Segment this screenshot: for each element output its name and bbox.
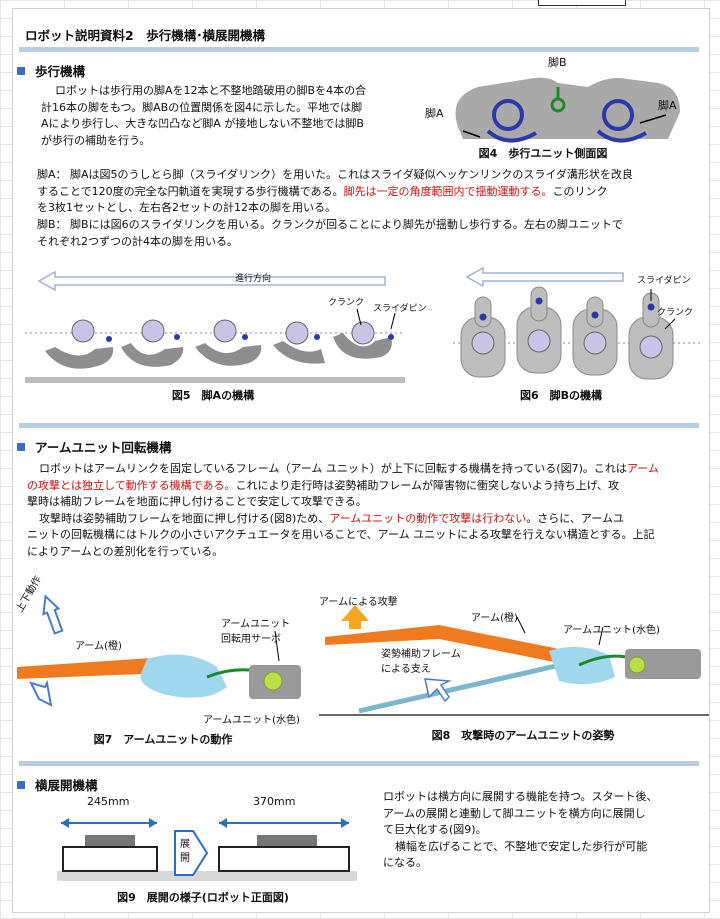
fig4-diagram	[455, 77, 680, 143]
fig5-slider-pin-label: スライダピン	[373, 304, 427, 314]
fig7-arm-label: アーム(橙)	[75, 641, 122, 652]
bullet-icon	[17, 781, 25, 789]
fig6-diagram	[453, 266, 703, 380]
legA-description: 脚A： 脚Aは図5のうしとら脚（スライダリンク）を用いた。これはスライダ疑似ヘッ…	[37, 168, 633, 214]
section-walking-heading: 歩行機構	[17, 61, 85, 80]
section-arm-heading: アームユニット回転機構	[17, 437, 171, 456]
cell-selection-box[interactable]	[538, 0, 626, 6]
legB-description: 脚B： 脚Bには図6のスライダリンクを用いる。クランクが回ることにより脚先が揺動…	[37, 218, 623, 248]
legA-right-icon	[596, 99, 647, 143]
fig5-crank-label: クランク	[328, 298, 365, 308]
fig8-arm-label: アーム(橙)	[471, 613, 518, 624]
arm-description: ロボットはアームリンクを固定しているフレーム（アーム ユニット）が上下に回転する…	[27, 462, 659, 558]
fig6-slider-pin-label: スライダピン	[637, 276, 691, 286]
expand-description: ロボットは横方向に展開する機能を持つ。スタート後、 アームの展開と連動して脚ユニ…	[383, 790, 658, 869]
fig8-diagram	[319, 605, 709, 716]
fig5-caption: 図5 脚Aの機構	[171, 389, 255, 402]
fig9-width-245: 245mm	[87, 795, 130, 808]
fig4-label-legB: 脚B	[548, 56, 567, 69]
legA-left-icon	[486, 99, 537, 143]
fig6-caption: 図6 脚Bの機構	[519, 389, 603, 402]
fig8-unit-label: アームユニット(水色)	[563, 625, 660, 636]
bullet-icon	[17, 67, 25, 75]
document-page: ロボット説明資料2 歩行機構･横展開機構 歩行機構 ロボットは歩行用の脚Aを12…	[12, 8, 710, 913]
fig9-diagram	[57, 818, 357, 881]
fig9-caption: 図9 展開の様子(ロボット正面図)	[117, 891, 289, 904]
section-rule-1	[19, 423, 699, 428]
fig4-label-legA-right: 脚A	[658, 99, 677, 112]
fig7-servo-label-1: アームユニット	[221, 619, 291, 630]
fig8-support-label-2: による支え	[381, 664, 431, 675]
fig4-caption: 図4 歩行ユニット側面図	[478, 147, 608, 160]
fig7-diagram	[17, 594, 301, 707]
fig4-label-legA-left: 脚A	[425, 107, 444, 120]
legB-icon	[550, 87, 566, 113]
fig9-width-370: 370mm	[253, 795, 296, 808]
fig8-caption: 図8 攻撃時のアームユニットの姿勢	[431, 729, 615, 742]
fig5-diagram	[25, 270, 405, 383]
fig7-unit-label: アームユニット(水色)	[203, 715, 300, 726]
section-rule-2	[19, 761, 699, 766]
walking-intro: ロボットは歩行用の脚Aを12本と不整地踏破用の脚Bを4本の合 計16本の脚をもつ…	[41, 84, 367, 147]
fig5-direction-label: 進行方向	[235, 274, 272, 284]
title-rule	[19, 47, 699, 52]
bullet-icon	[17, 443, 25, 451]
section-expand-heading: 横展開機構	[17, 775, 98, 794]
fig6-crank-label: クランク	[657, 308, 694, 318]
fig7-servo-label-2: 回転用サーボ	[221, 634, 281, 645]
fig8-attack-label: アームによる攻撃	[319, 597, 398, 608]
fig7-caption: 図7 アームユニットの動作	[93, 733, 233, 746]
fig8-support-label-1: 姿勢補助フレーム	[381, 649, 461, 660]
fig9-expand-label-1: 展	[180, 839, 190, 850]
page-title: ロボット説明資料2 歩行機構･横展開機構	[25, 28, 265, 43]
fig9-expand-label-2: 開	[180, 853, 190, 864]
